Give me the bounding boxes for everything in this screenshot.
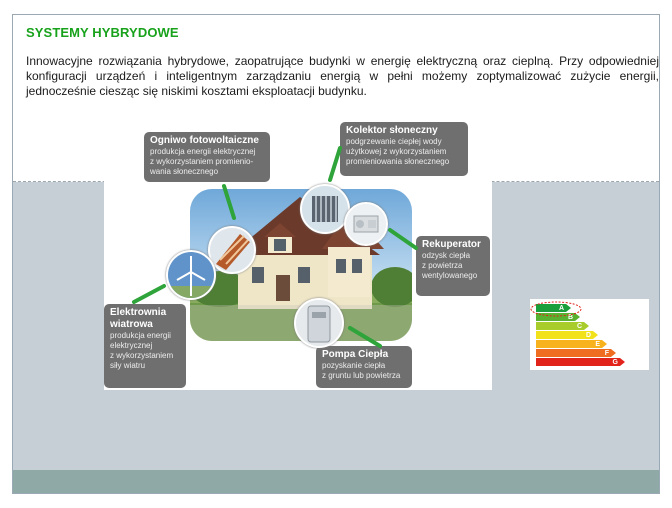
hybrid-systems-illustration: Ogniwo fotowoltaiczne produkcja energii … bbox=[104, 118, 492, 390]
energy-class-tip bbox=[602, 340, 607, 348]
energy-class-E: E bbox=[536, 340, 602, 348]
energy-class-letter: C bbox=[576, 322, 582, 330]
card-heat-pump: Pompa Ciepła pozyskanie ciepła z gruntu … bbox=[316, 346, 412, 388]
energy-class-letter: A bbox=[558, 304, 564, 312]
arrow-heat-pump bbox=[348, 326, 382, 348]
energy-class-F: F bbox=[536, 349, 611, 357]
energy-class-letter: D bbox=[585, 331, 591, 339]
card-photovoltaic: Ogniwo fotowoltaiczne produkcja energii … bbox=[144, 132, 270, 182]
card-line: odzysk ciepła bbox=[422, 251, 471, 260]
slide-title: SYSTEMY HYBRYDOWE bbox=[26, 25, 179, 40]
energy-class-tip bbox=[584, 322, 589, 330]
card-title: Pompa Ciepła bbox=[322, 349, 389, 360]
arrow-collector bbox=[328, 146, 342, 182]
wind-turbine-icon bbox=[166, 250, 216, 300]
energy-class-B: B bbox=[536, 313, 575, 321]
energy-class-letter: F bbox=[604, 349, 609, 357]
card-line: produkcja energii elektrycznej bbox=[150, 147, 256, 156]
card-line: promieniowania słonecznego bbox=[346, 157, 450, 166]
card-title: Rekuperator bbox=[422, 239, 481, 250]
card-line: podgrzewanie ciepłej wody bbox=[346, 137, 442, 146]
pointer-arrows bbox=[132, 146, 418, 348]
arrow-wind bbox=[132, 284, 166, 304]
card-line: z wykorzystaniem bbox=[110, 351, 174, 360]
card-title: Ogniwo fotowoltaiczne bbox=[150, 135, 259, 146]
energy-class-tip bbox=[575, 313, 580, 321]
card-title: Elektrownia wiatrowa bbox=[110, 307, 167, 330]
energy-class-letter: G bbox=[612, 358, 618, 366]
card-line: z powietrza bbox=[422, 261, 463, 270]
solar-collector-icon bbox=[300, 184, 350, 234]
footer-band bbox=[13, 470, 659, 493]
energy-class-tip bbox=[566, 304, 571, 312]
card-line: pozyskanie ciepła bbox=[322, 361, 386, 370]
energy-class-G: G bbox=[536, 358, 620, 366]
card-wind-turbine: Elektrownia wiatrowa produkcja energii e… bbox=[104, 304, 186, 388]
energy-class-C: C bbox=[536, 322, 584, 330]
energy-class-tip bbox=[620, 358, 625, 366]
energy-class-D: D bbox=[536, 331, 593, 339]
energy-class-letter: B bbox=[567, 313, 573, 321]
card-line: wania słonecznego bbox=[150, 167, 219, 176]
card-solar-collector: Kolektor słoneczny podgrzewanie ciepłej … bbox=[340, 122, 468, 176]
slide-frame bbox=[12, 14, 660, 494]
card-line: elektrycznej bbox=[110, 341, 153, 350]
card-title: Kolektor słoneczny bbox=[346, 125, 438, 136]
card-line: produkcja energii bbox=[110, 331, 171, 340]
arrow-photovoltaic bbox=[222, 184, 236, 220]
card-line: z wykorzystaniem promienio- bbox=[150, 157, 254, 166]
heat-pump-icon bbox=[294, 298, 344, 348]
card-line: siły wiatru bbox=[110, 361, 146, 370]
arrow-recuperator bbox=[388, 228, 418, 250]
recuperator-icon bbox=[344, 202, 388, 246]
intro-paragraph: Innowacyjne rozwiązania hybrydowe, zaopa… bbox=[26, 54, 659, 98]
energy-class-letter: E bbox=[595, 340, 600, 348]
card-line: użytkowej z wykorzystaniem bbox=[346, 147, 447, 156]
energy-class-tip bbox=[593, 331, 598, 339]
solar-panel-icon bbox=[208, 226, 256, 274]
highlight-ellipse bbox=[530, 301, 582, 317]
card-recuperator: Rekuperator odzysk ciepła z powietrza we… bbox=[416, 236, 490, 296]
card-line: wentylowanego bbox=[422, 271, 478, 280]
card-line: z gruntu lub powietrza bbox=[322, 371, 401, 380]
energy-class-A: A bbox=[536, 304, 566, 312]
energy-class-tip bbox=[611, 349, 616, 357]
